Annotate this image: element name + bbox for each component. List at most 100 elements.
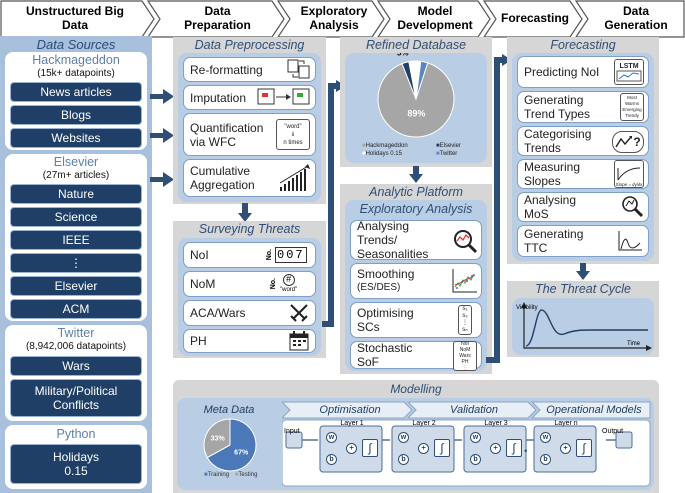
meta-legend-test-swatch: ■: [234, 472, 239, 478]
slope-formula: Slope = ∂y/∂x: [615, 182, 643, 187]
preprocessing-title: Data Preprocessing: [194, 38, 305, 52]
source-nature: Nature: [10, 184, 142, 204]
legend-elsevier: ■Elsevier: [436, 142, 461, 150]
optimising-label: Optimising SCs: [357, 306, 414, 334]
aggregation-label: Cumulative Aggregation: [190, 164, 255, 192]
modelling-title: Modelling: [390, 382, 442, 396]
analytic-subtitle: Exploratory Analysis: [359, 202, 473, 216]
pie-label-elsevier: 3%: [397, 53, 409, 57]
reformatting-label: Re-formatting: [190, 62, 263, 77]
section-validation: Validation: [450, 404, 498, 416]
pie-slice-training: [206, 418, 257, 472]
pie-label-twitter: 3%: [425, 53, 437, 55]
layer-4-activation-node: ∫: [576, 439, 592, 457]
swords-icon: [290, 304, 308, 322]
refined-legend: ■Hackmageddon ■Elsevier ■Holidays 0.15 ■…: [360, 140, 485, 162]
source-blogs: Blogs: [10, 105, 142, 125]
nom-icon-hash: #: [282, 273, 295, 286]
stage-model: Model Development: [397, 4, 473, 32]
source-science: Science: [10, 207, 142, 227]
layer-4-weight-node: w: [540, 432, 551, 443]
ttc-label: Generating TTC: [524, 227, 584, 255]
source-websites: Websites: [10, 128, 142, 148]
calendar-icon: [289, 331, 309, 351]
source-conflicts: Military/Political Conflicts: [10, 379, 142, 417]
threat-cycle-xlabel: Time: [627, 341, 641, 347]
network-diagram: [285, 425, 633, 473]
nom-icon-no: No.: [270, 278, 277, 290]
stage-generation: Data Generation: [604, 4, 668, 32]
stage-forecasting: Forecasting: [500, 11, 569, 25]
meta-legend-train-swatch: ■: [204, 472, 208, 478]
pie-slice-hackmageddon: [377, 62, 455, 138]
layer-2-label: Layer 2: [412, 420, 436, 427]
sof-ph: PH: [461, 359, 469, 365]
layer-3-weight-node: w: [470, 432, 481, 443]
pie-slice-twitter: [415, 60, 429, 100]
analysing-trends-label: Analysing Trends/ Seasonalities: [357, 219, 429, 261]
layer-3-bias-node: b: [470, 454, 481, 465]
layer-1-sum-node: +: [346, 443, 357, 454]
threat-cycle-chart: [521, 302, 652, 351]
stage-unstructured: Unstructured Big Data: [25, 4, 124, 32]
categorise-question: ?: [633, 135, 641, 149]
legend-hackmageddon: ■Hackmageddon: [362, 142, 408, 150]
sc-1: s₁: [462, 306, 468, 312]
categorising-label: Categorising Trends: [524, 127, 592, 155]
wfc-arrow: ⇓: [290, 131, 296, 138]
smoothing-chart-icon: [452, 269, 477, 293]
forecasting-title: Forecasting: [550, 38, 616, 52]
legend-els-swatch: ■: [436, 143, 440, 149]
mos-magnifier-icon: [622, 196, 644, 218]
magnifier-chart-icon: [454, 230, 478, 254]
sc-n: sₙ: [462, 327, 468, 333]
arrow-prep-threats: [238, 203, 252, 222]
wfc-label: Quantification via WFC: [190, 120, 264, 149]
legend-hack-swatch: ■: [362, 143, 366, 149]
arrow-db-analytic: [409, 166, 423, 183]
layer-n-label: Layer n: [554, 420, 578, 427]
slope-icon: Slope = ∂y/∂x: [614, 160, 644, 188]
mos-label: Analysing MoS: [524, 193, 577, 221]
sof-nom: NoM: [459, 347, 471, 353]
sc-2: s₂: [462, 313, 468, 319]
aca-wars-label: ACA/Wars: [190, 306, 246, 320]
nom-label: NoM: [190, 277, 216, 291]
ttc-icon: [618, 231, 642, 251]
slope-curve: [617, 167, 641, 181]
sc-dots: ⋮: [462, 320, 468, 326]
imputation-icon: [256, 87, 312, 107]
elsevier-name: Elsevier: [53, 155, 99, 169]
lstm-icon: LSTM: [614, 59, 644, 85]
sc-icon: s₁ s₂ ⋮ sₙ: [458, 305, 472, 335]
threat-aca-wars: ACA/Wars: [183, 300, 316, 326]
sof-dots: ⋮: [462, 365, 468, 371]
source-arrows: [150, 89, 174, 187]
legend-holidays: ■Holidays 0.15: [362, 150, 402, 158]
trend-types-label: Generating Trend Types: [524, 93, 591, 121]
legend-hol-label: Holidays 0.15: [365, 151, 402, 157]
trend-icon-1: Warms: [624, 101, 640, 106]
aggregation-icon: [279, 164, 310, 191]
meta-data-title: Meta Data: [203, 404, 255, 416]
layer-1-activation-node: ∫: [362, 439, 378, 457]
threat-cycle-title: The Threat Cycle: [535, 282, 631, 296]
meta-legend-training: ■Training: [204, 472, 229, 478]
pie-label-testing: 33%: [211, 436, 226, 443]
smoothing-label: Smoothing: [357, 267, 415, 281]
twitter-name: Twitter: [57, 326, 95, 340]
meta-legend: ■Training ■Testing: [204, 472, 284, 478]
slopes-label: Measuring Slopes: [524, 160, 581, 188]
sof-icon: NoI NoM Wars PH ⋮: [453, 341, 477, 371]
meta-legend-test-label: Testing: [238, 472, 258, 478]
layer-2-activation-node: ∫: [434, 439, 450, 457]
trend-icon-0: Most: [627, 95, 637, 100]
categorise-arrows: [615, 136, 633, 148]
nom-icon-stack: # "word": [280, 273, 297, 295]
threats-title: Surveying Threats: [198, 222, 301, 236]
stage-exploratory: Exploratory Analysis: [300, 4, 368, 32]
pie-label-holidays-0-15: 5%: [403, 53, 415, 54]
wfc-times: n times: [283, 139, 303, 146]
ph-label: PH: [190, 334, 207, 348]
sof-wars: Wars: [459, 353, 471, 359]
